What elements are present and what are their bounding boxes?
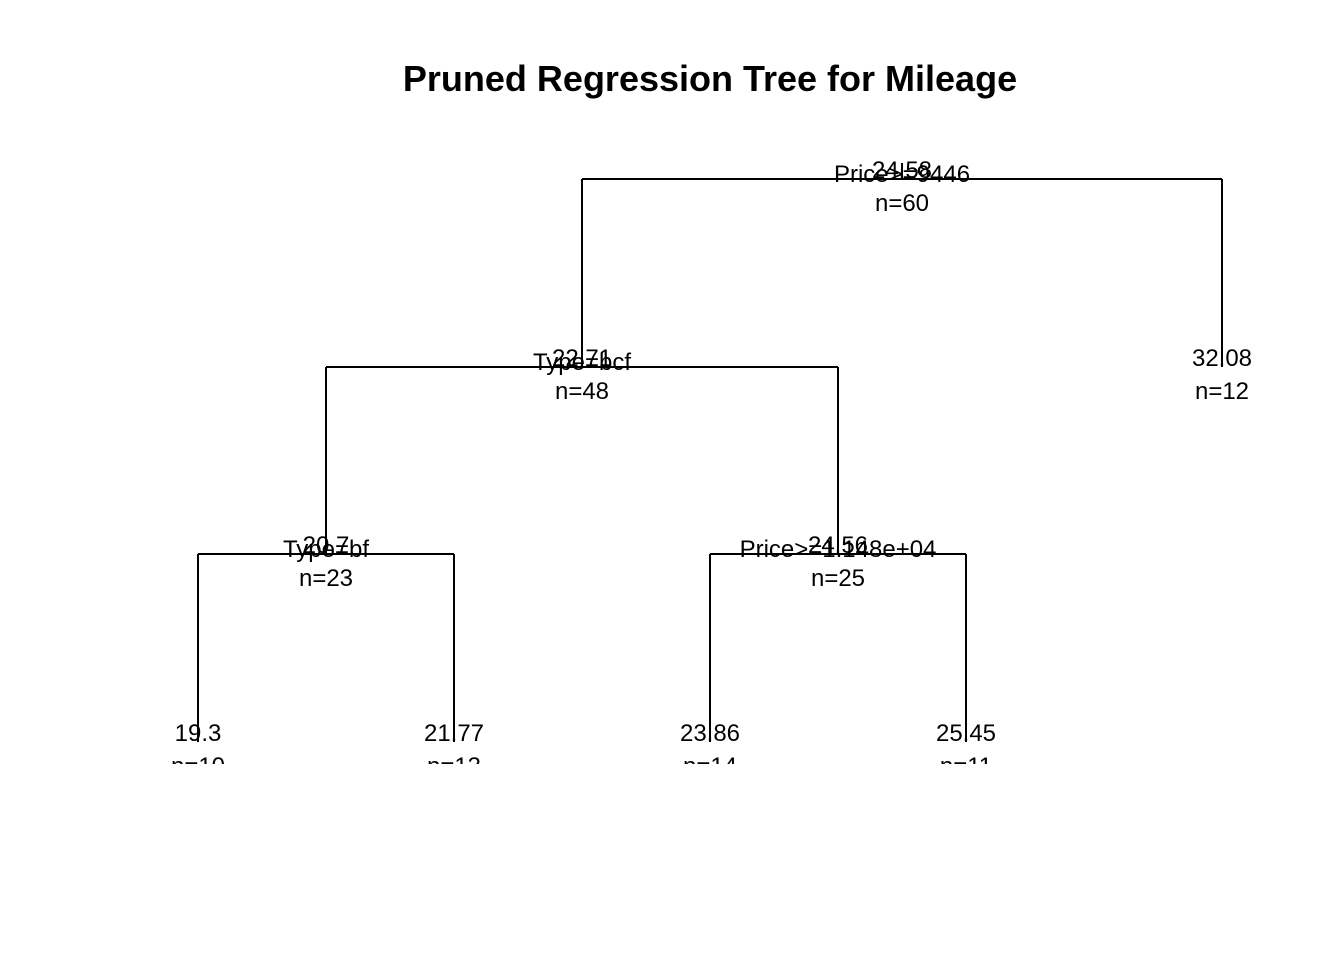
- node-value-n4: 20.7: [303, 532, 350, 559]
- node-value-n11: 25.45: [936, 720, 996, 747]
- split-label-n4: Type=bf: [283, 536, 369, 563]
- node-value-n8: 19.3: [175, 720, 222, 747]
- node-count-n3: n=12: [1195, 378, 1249, 405]
- node-value-n9: 21.77: [424, 720, 484, 747]
- split-label-n5: Price>=1.148e+04: [740, 536, 937, 563]
- node-value-n2: 22.71: [552, 345, 612, 372]
- node-value-n5: 24.56: [808, 532, 868, 559]
- chart-title: Pruned Regression Tree for Mileage: [403, 58, 1017, 99]
- node-count-n5: n=25: [811, 565, 865, 592]
- node-value-n10: 23.86: [680, 720, 740, 747]
- split-label-root: Price>=9446: [834, 161, 970, 188]
- node-count-root: n=60: [875, 190, 929, 217]
- node-count-n11: n=11: [940, 753, 992, 780]
- node-value-n3: 32.08: [1192, 345, 1252, 372]
- node-count-n8: n=10: [171, 753, 225, 780]
- node-count-n2: n=48: [555, 378, 609, 405]
- node-count-n10: n=14: [683, 753, 737, 780]
- node-value-root: 24.58: [872, 157, 932, 184]
- node-count-n9: n=13: [427, 753, 481, 780]
- split-label-n2: Type=bcf: [533, 349, 631, 376]
- node-count-n4: n=23: [299, 565, 353, 592]
